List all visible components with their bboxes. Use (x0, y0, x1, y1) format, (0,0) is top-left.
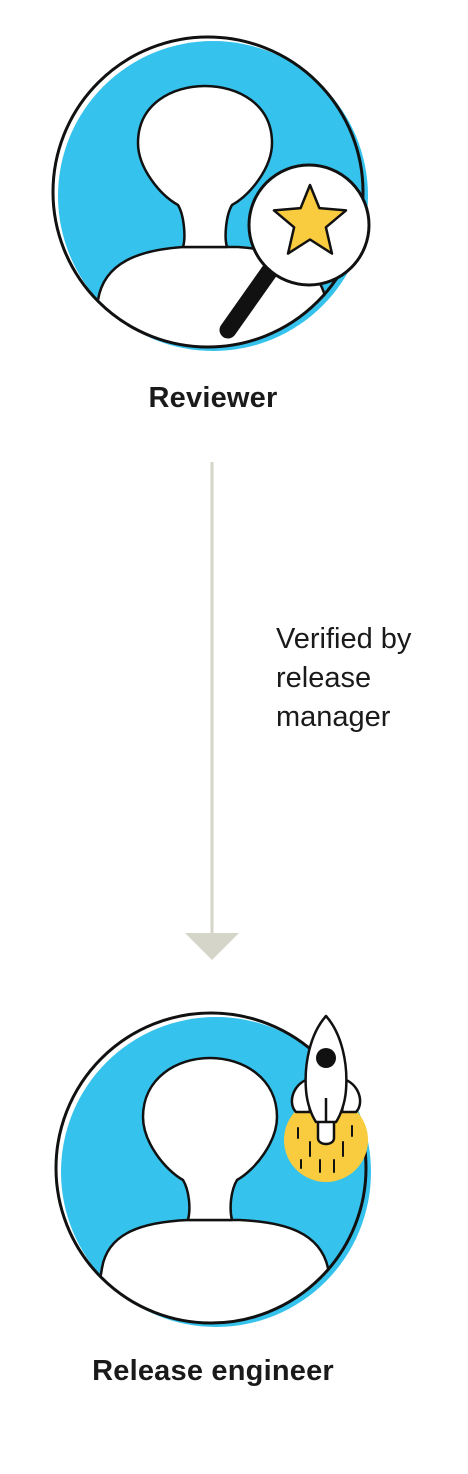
release-engineer-label: Release engineer (92, 1355, 334, 1387)
edge-label: Verified by release manager (276, 620, 461, 737)
edge-label-line-1: Verified by (276, 623, 412, 655)
edge-label-line-3: manager (276, 701, 391, 733)
edge-label-line-2: release (276, 662, 372, 694)
flow-arrow (185, 462, 239, 960)
magnifier-star-icon (219, 163, 371, 339)
reviewer-label: Reviewer (148, 382, 278, 414)
rocket-icon (284, 1014, 368, 1182)
